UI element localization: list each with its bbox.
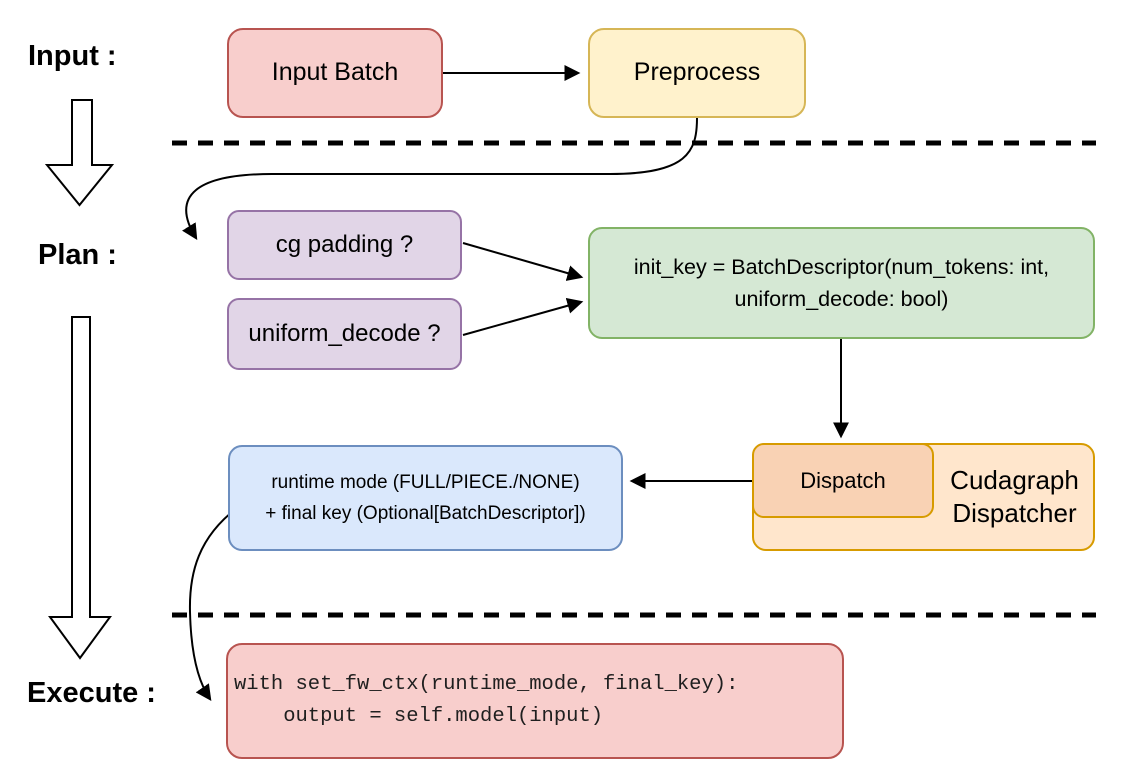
cudagraph-label-line2: Dispatcher xyxy=(952,498,1077,528)
node-init-key-line1: init_key = BatchDescriptor(num_tokens: i… xyxy=(633,255,1050,279)
node-runtime-result: runtime mode (FULL/PIECE./NONE) + final … xyxy=(228,445,623,551)
node-uniform-decode-label: uniform_decode ? xyxy=(248,319,441,347)
phase-arrow-plan-to-execute-icon xyxy=(48,316,112,660)
execute-code-line2: output = self.model(input) xyxy=(234,705,604,728)
node-uniform-decode: uniform_decode ? xyxy=(227,298,462,370)
section-label-input: Input : xyxy=(28,40,117,72)
node-cg-padding: cg padding ? xyxy=(227,210,462,280)
section-label-plan: Plan : xyxy=(38,239,117,271)
node-input-batch: Input Batch xyxy=(227,28,443,118)
arrow-preprocess-to-cgpadding xyxy=(182,117,698,241)
node-init-key-line2: uniform_decode: bool) xyxy=(734,287,949,311)
node-preprocess: Preprocess xyxy=(588,28,806,118)
node-execute-code: with set_fw_ctx(runtime_mode, final_key)… xyxy=(226,643,844,759)
node-init-key: init_key = BatchDescriptor(num_tokens: i… xyxy=(588,227,1095,339)
node-runtime-result-line1: runtime mode (FULL/PIECE./NONE) xyxy=(271,472,580,493)
arrow-runtime-to-execute xyxy=(188,507,238,701)
arrow-cgpadding-to-initkey xyxy=(462,242,584,281)
arrow-uniformdecode-to-initkey xyxy=(462,297,584,336)
node-cudagraph-dispatcher-label: Cudagraph Dispatcher xyxy=(934,443,1095,551)
node-preprocess-label: Preprocess xyxy=(633,58,761,87)
node-dispatch: Dispatch xyxy=(752,443,934,518)
cudagraph-label-line1: Cudagraph xyxy=(950,465,1079,495)
execute-code-line1: with set_fw_ctx(runtime_mode, final_key)… xyxy=(234,673,739,696)
node-cg-padding-label: cg padding ? xyxy=(275,230,414,258)
node-runtime-result-line2: + final key (Optional[BatchDescriptor]) xyxy=(265,503,586,524)
node-dispatch-label: Dispatch xyxy=(800,467,886,493)
section-label-execute: Execute : xyxy=(27,677,156,709)
phase-arrow-input-to-plan-icon xyxy=(44,99,115,207)
node-input-batch-label: Input Batch xyxy=(271,58,399,87)
